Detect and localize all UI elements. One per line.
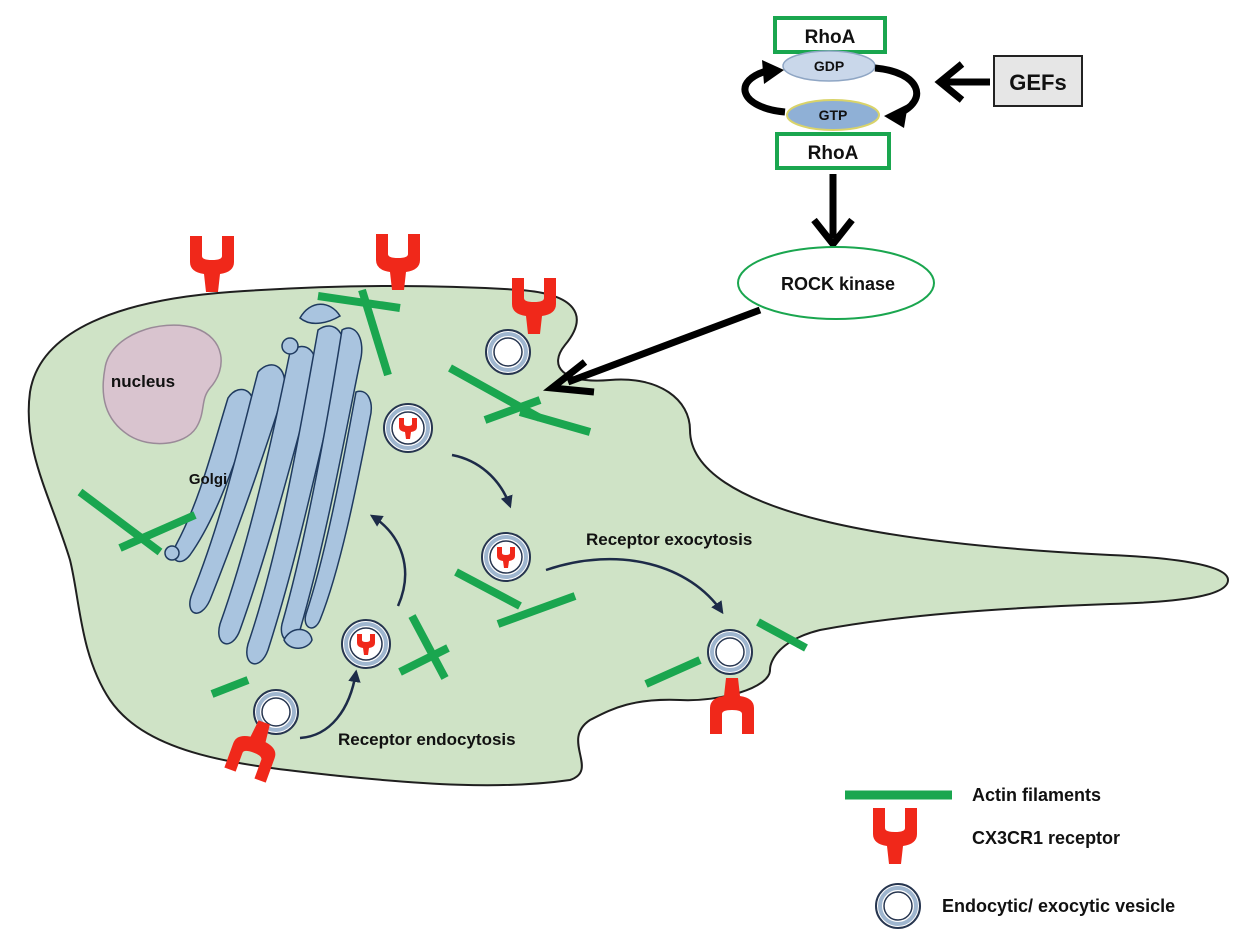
nucleus xyxy=(102,324,222,445)
gdp-label: GDP xyxy=(814,58,844,74)
legend-receptor-label: CX3CR1 receptor xyxy=(972,828,1120,848)
gtp-ellipse xyxy=(786,99,880,131)
gefs-arrow xyxy=(934,61,990,103)
vesicle-with-receptor xyxy=(480,531,532,583)
rhoa-top-box xyxy=(773,16,887,54)
vesicle-with-receptor xyxy=(340,618,392,670)
legend-vesicle-swatch xyxy=(874,882,922,930)
cycle-arrow-left-head xyxy=(762,60,784,84)
cycle-arrow-right xyxy=(874,64,921,118)
vesicle-membrane xyxy=(484,328,532,376)
rhoa-cycle: RhoA GDP GTP RhoA xyxy=(741,16,921,170)
actin-filaments xyxy=(77,288,808,698)
gtp-label: GTP xyxy=(819,107,848,123)
cx3cr1-receptor xyxy=(190,236,234,292)
legend: Actin filaments CX3CR1 receptor Endocyti… xyxy=(845,785,1175,930)
cycle-arrow-right-head xyxy=(884,104,908,128)
trafficking-arrows xyxy=(299,453,724,740)
gefs-label: GEFs xyxy=(1009,70,1066,95)
vesicle-with-receptor xyxy=(382,402,434,454)
legend-actin-label: Actin filaments xyxy=(972,785,1101,805)
rock-to-actin-arrowhead xyxy=(542,359,595,396)
cx3cr1-receptor xyxy=(376,234,420,290)
rhoa-top-label: RhoA xyxy=(805,27,856,48)
legend-vesicle-label: Endocytic/ exocytic vesicle xyxy=(942,896,1175,916)
rock-to-actin-arrow xyxy=(566,306,762,386)
rhoa-bottom-label: RhoA xyxy=(808,143,859,164)
rock-kinase-label: ROCK kinase xyxy=(781,274,895,294)
legend-receptor-swatch xyxy=(873,808,917,864)
gdp-ellipse xyxy=(782,50,876,82)
exocytosis-label: Receptor exocytosis xyxy=(586,530,752,549)
cycle-arrow-left xyxy=(741,66,786,116)
endocytosis-label: Receptor endocytosis xyxy=(338,730,516,749)
nucleus-label: nucleus xyxy=(111,372,175,391)
vesicle-membrane xyxy=(706,628,754,676)
rock-kinase-ellipse xyxy=(737,246,935,320)
rhoa-to-rock-arrow xyxy=(811,174,855,250)
gefs-box xyxy=(993,55,1083,107)
rhoa-bottom-box xyxy=(775,132,891,170)
golgi-label: Golgi xyxy=(189,471,227,488)
